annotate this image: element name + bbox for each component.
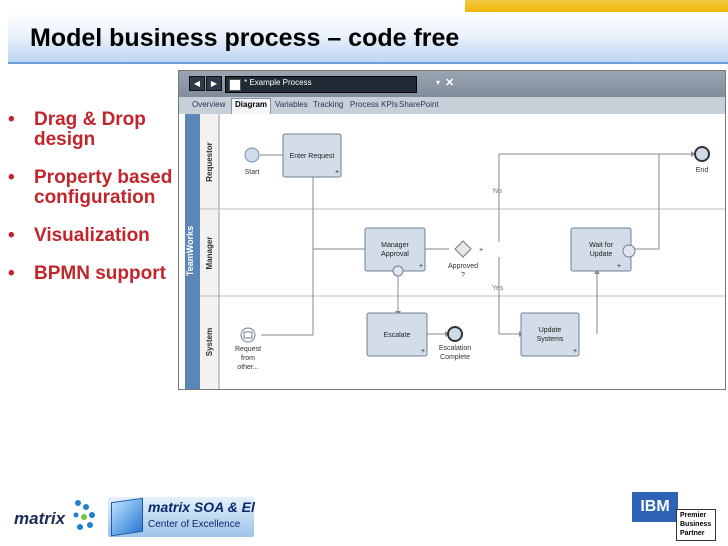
- title-band: [8, 12, 728, 64]
- escalation-label-2: Complete: [440, 354, 470, 361]
- escalation-label-1: Escalation: [439, 345, 471, 352]
- process-designer-window: ◀ ▶ * Example Process ▾ ✕ Overview Diagr…: [178, 70, 726, 390]
- tab-tracking[interactable]: Tracking: [313, 100, 344, 109]
- envelope-icon: [243, 331, 253, 339]
- bullet-dot-icon: •: [8, 263, 15, 284]
- bullet-text: BPMN support: [34, 263, 166, 284]
- task-marker-icon: +: [335, 169, 339, 176]
- request-label-1: Request: [235, 346, 261, 353]
- lane-system: System: [205, 328, 214, 356]
- partner-badge: Premier Business Partner: [676, 509, 716, 541]
- dots-logo-icon: [73, 500, 95, 530]
- lane-requestor: Requestor: [205, 142, 214, 182]
- chevron-down-icon[interactable]: ▾: [436, 78, 441, 87]
- task-wait-for-update[interactable]: [570, 227, 632, 272]
- request-label-3: other...: [237, 364, 258, 371]
- task-manager-approval-label-2: Approval: [381, 251, 409, 258]
- start-label: Start: [245, 169, 260, 176]
- gateway-label-1: Approved: [448, 263, 478, 270]
- gateway-approved[interactable]: [454, 240, 472, 258]
- task-escalate[interactable]: [366, 312, 428, 357]
- task-update-systems-label-1: Update: [539, 327, 562, 334]
- accent-bar: [465, 0, 728, 14]
- task-manager-approval-label-1: Manager: [381, 242, 409, 249]
- timer-icon: [392, 265, 404, 277]
- left-arrow-icon[interactable]: ◀: [189, 76, 205, 91]
- tab-sharepoint[interactable]: SharePoint: [399, 100, 439, 109]
- bullet-dot-icon: •: [8, 109, 15, 130]
- tab-process-kpis[interactable]: Process KPIs: [350, 100, 399, 109]
- bullet-item: • Property based configuration: [6, 168, 178, 208]
- bullet-item: • Visualization: [6, 226, 178, 246]
- message-start-event[interactable]: [240, 327, 256, 343]
- end-label: End: [696, 167, 709, 174]
- bullet-item: • Drag & Drop design: [6, 110, 178, 150]
- task-marker-icon: +: [421, 348, 425, 355]
- coe-title: matrix SOA & El: [148, 499, 255, 515]
- title-underline: [8, 62, 728, 64]
- bullet-dot-icon: •: [8, 225, 15, 246]
- lane-manager: Manager: [205, 237, 214, 270]
- gateway-marker-icon: +: [479, 247, 483, 254]
- task-escalate-label: Escalate: [384, 332, 411, 339]
- task-marker-icon: +: [617, 263, 621, 270]
- bullet-dot-icon: •: [8, 167, 15, 188]
- bullet-item: • BPMN support: [6, 264, 178, 284]
- start-event[interactable]: [244, 147, 260, 163]
- partner-line: Business: [680, 521, 712, 528]
- pool-header: [185, 114, 200, 389]
- task-manager-approval[interactable]: [364, 227, 426, 272]
- tab-overview[interactable]: Overview: [192, 100, 226, 109]
- gateway-label-2: ?: [461, 272, 465, 279]
- tab-diagram[interactable]: Diagram: [231, 98, 272, 115]
- partner-line: Partner: [680, 530, 705, 537]
- cube-logo-icon: [111, 497, 143, 537]
- ibm-partner-logo: IBM Premier Business Partner: [632, 492, 717, 541]
- matrix-logo-text: matrix: [14, 509, 66, 528]
- editor-toolbar: ◀ ▶ * Example Process ▾ ✕: [179, 71, 725, 97]
- task-wait-label-1: Wait for: [589, 242, 614, 249]
- coe-logo: matrix SOA & El Center of Excellence: [108, 497, 255, 537]
- process-tab[interactable]: * Example Process ▾ ✕: [225, 76, 454, 93]
- close-icon[interactable]: ✕: [445, 77, 455, 89]
- pool-label: TeamWorks: [185, 226, 195, 276]
- matrix-logo: matrix: [14, 497, 100, 539]
- right-arrow-icon[interactable]: ▶: [206, 76, 222, 91]
- task-enter-request[interactable]: [282, 133, 342, 178]
- task-enter-request-label: Enter Request: [290, 153, 335, 160]
- flow-label-no: No: [493, 188, 502, 195]
- request-label-2: from: [241, 355, 255, 362]
- message-event-icon: [622, 244, 636, 258]
- ibm-logo: IBM: [632, 492, 678, 522]
- editor-tabs: Overview Diagram Variables Tracking Proc…: [179, 97, 725, 115]
- process-diagram-icon: [229, 79, 241, 91]
- bullet-text: Property based configuration: [34, 167, 173, 208]
- escalation-end-event[interactable]: [447, 326, 463, 342]
- task-update-systems[interactable]: [520, 312, 580, 357]
- bullet-text: Drag & Drop design: [34, 109, 146, 150]
- task-update-systems-label-2: Systems: [537, 336, 564, 343]
- bullet-text: Visualization: [34, 225, 150, 246]
- bullet-list: • Drag & Drop design • Property based conf…: [6, 110, 178, 302]
- slide-title: Model business process – code free: [30, 24, 460, 52]
- task-marker-icon: +: [419, 263, 423, 270]
- coe-subtitle: Center of Excellence: [148, 519, 241, 530]
- bpmn-diagram-canvas[interactable]: TeamWorks Requestor Manager System: [179, 114, 725, 389]
- end-event[interactable]: [694, 146, 710, 162]
- tab-variables[interactable]: Variables: [275, 100, 308, 109]
- process-tab-title: * Example Process: [244, 78, 312, 87]
- task-wait-label-2: Update: [590, 251, 613, 258]
- partner-line: Premier: [680, 512, 707, 519]
- task-marker-icon: +: [573, 348, 577, 355]
- flow-label-yes: Yes: [492, 285, 504, 292]
